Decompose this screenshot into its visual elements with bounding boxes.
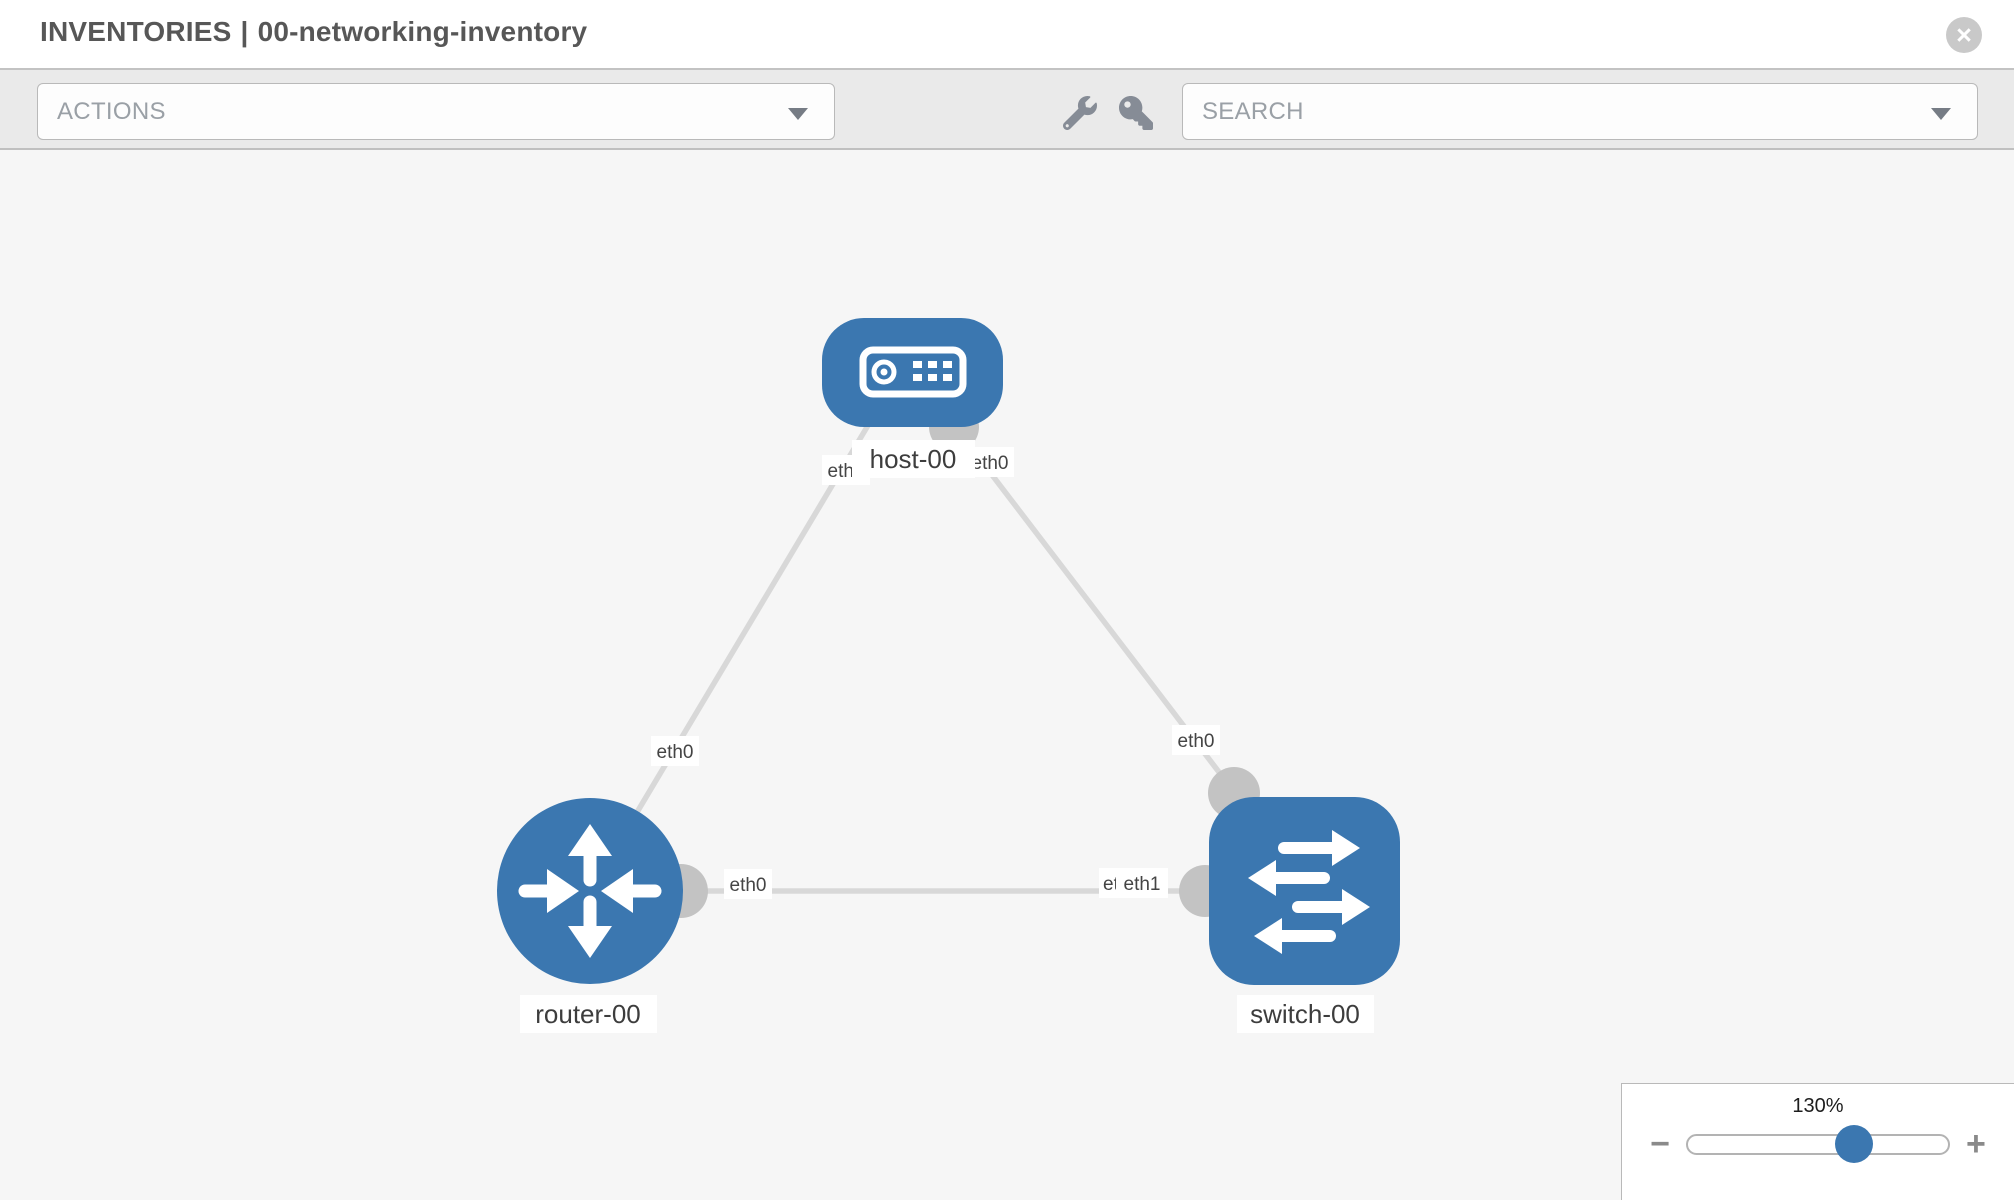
node-router-00[interactable] — [497, 798, 683, 984]
node-label-router-00: router-00 — [520, 995, 657, 1033]
node-label-switch-00: switch-00 — [1237, 995, 1374, 1033]
header-bar: INVENTORIES | 00-networking-inventory × — [0, 0, 2014, 70]
zoom-out-button[interactable]: − — [1650, 1125, 1670, 1163]
svg-text:host-00: host-00 — [870, 444, 957, 474]
switch-icon — [1248, 830, 1370, 954]
svg-text:eth0: eth0 — [657, 742, 694, 763]
page-title-inventory-name: 00-networking-inventory — [257, 16, 588, 47]
key-icon — [1119, 96, 1153, 130]
router-icon — [518, 824, 662, 958]
interface-label-router-eth0-right: eth0 — [724, 869, 772, 899]
close-button[interactable]: × — [1946, 17, 1982, 53]
interface-label-router-eth0-top: eth0 — [651, 736, 699, 766]
zoom-slider-knob[interactable] — [1835, 1125, 1874, 1163]
svg-text:switch-00: switch-00 — [1250, 999, 1360, 1029]
svg-text:eth0: eth0 — [1178, 731, 1215, 752]
search-placeholder: SEARCH — [1202, 97, 1304, 125]
topology-canvas[interactable]: eth0 eth0 eth0 eth0 eth0 eth0 — [0, 150, 2014, 1200]
toolbar: ACTIONS SEARCH — [0, 70, 2014, 150]
interface-label-switch-eth1: eth1 — [1116, 868, 1168, 898]
close-icon: × — [1956, 19, 1972, 50]
zoom-in-button[interactable]: + — [1966, 1125, 1986, 1163]
chevron-down-icon — [788, 108, 808, 120]
page-title-separator: | — [240, 16, 249, 47]
search-dropdown[interactable]: SEARCH — [1182, 83, 1978, 140]
host-icon — [859, 346, 967, 398]
interface-label-switch-eth0-top: eth0 — [1172, 725, 1220, 755]
node-host-00[interactable] — [822, 318, 1003, 427]
credentials-button[interactable] — [1116, 96, 1156, 130]
zoom-level-label: 130% — [1792, 1095, 1844, 1117]
node-label-host-00: host-00 — [852, 440, 975, 478]
svg-text:eth0: eth0 — [972, 453, 1009, 474]
svg-text:eth0: eth0 — [730, 875, 767, 896]
node-switch-00[interactable] — [1209, 797, 1400, 985]
wrench-icon — [1062, 95, 1097, 131]
zoom-panel: 130% − + — [1621, 1083, 2014, 1200]
page-title: INVENTORIES | 00-networking-inventory — [40, 16, 587, 48]
svg-text:router-00: router-00 — [535, 999, 641, 1029]
svg-text:eth1: eth1 — [1124, 874, 1161, 895]
actions-dropdown-label: ACTIONS — [57, 97, 166, 125]
actions-dropdown[interactable]: ACTIONS — [37, 83, 835, 140]
zoom-slider[interactable] — [1686, 1125, 1950, 1163]
configure-button[interactable] — [1060, 95, 1100, 131]
page-title-section: INVENTORIES — [40, 16, 232, 47]
chevron-down-icon — [1931, 108, 1951, 120]
